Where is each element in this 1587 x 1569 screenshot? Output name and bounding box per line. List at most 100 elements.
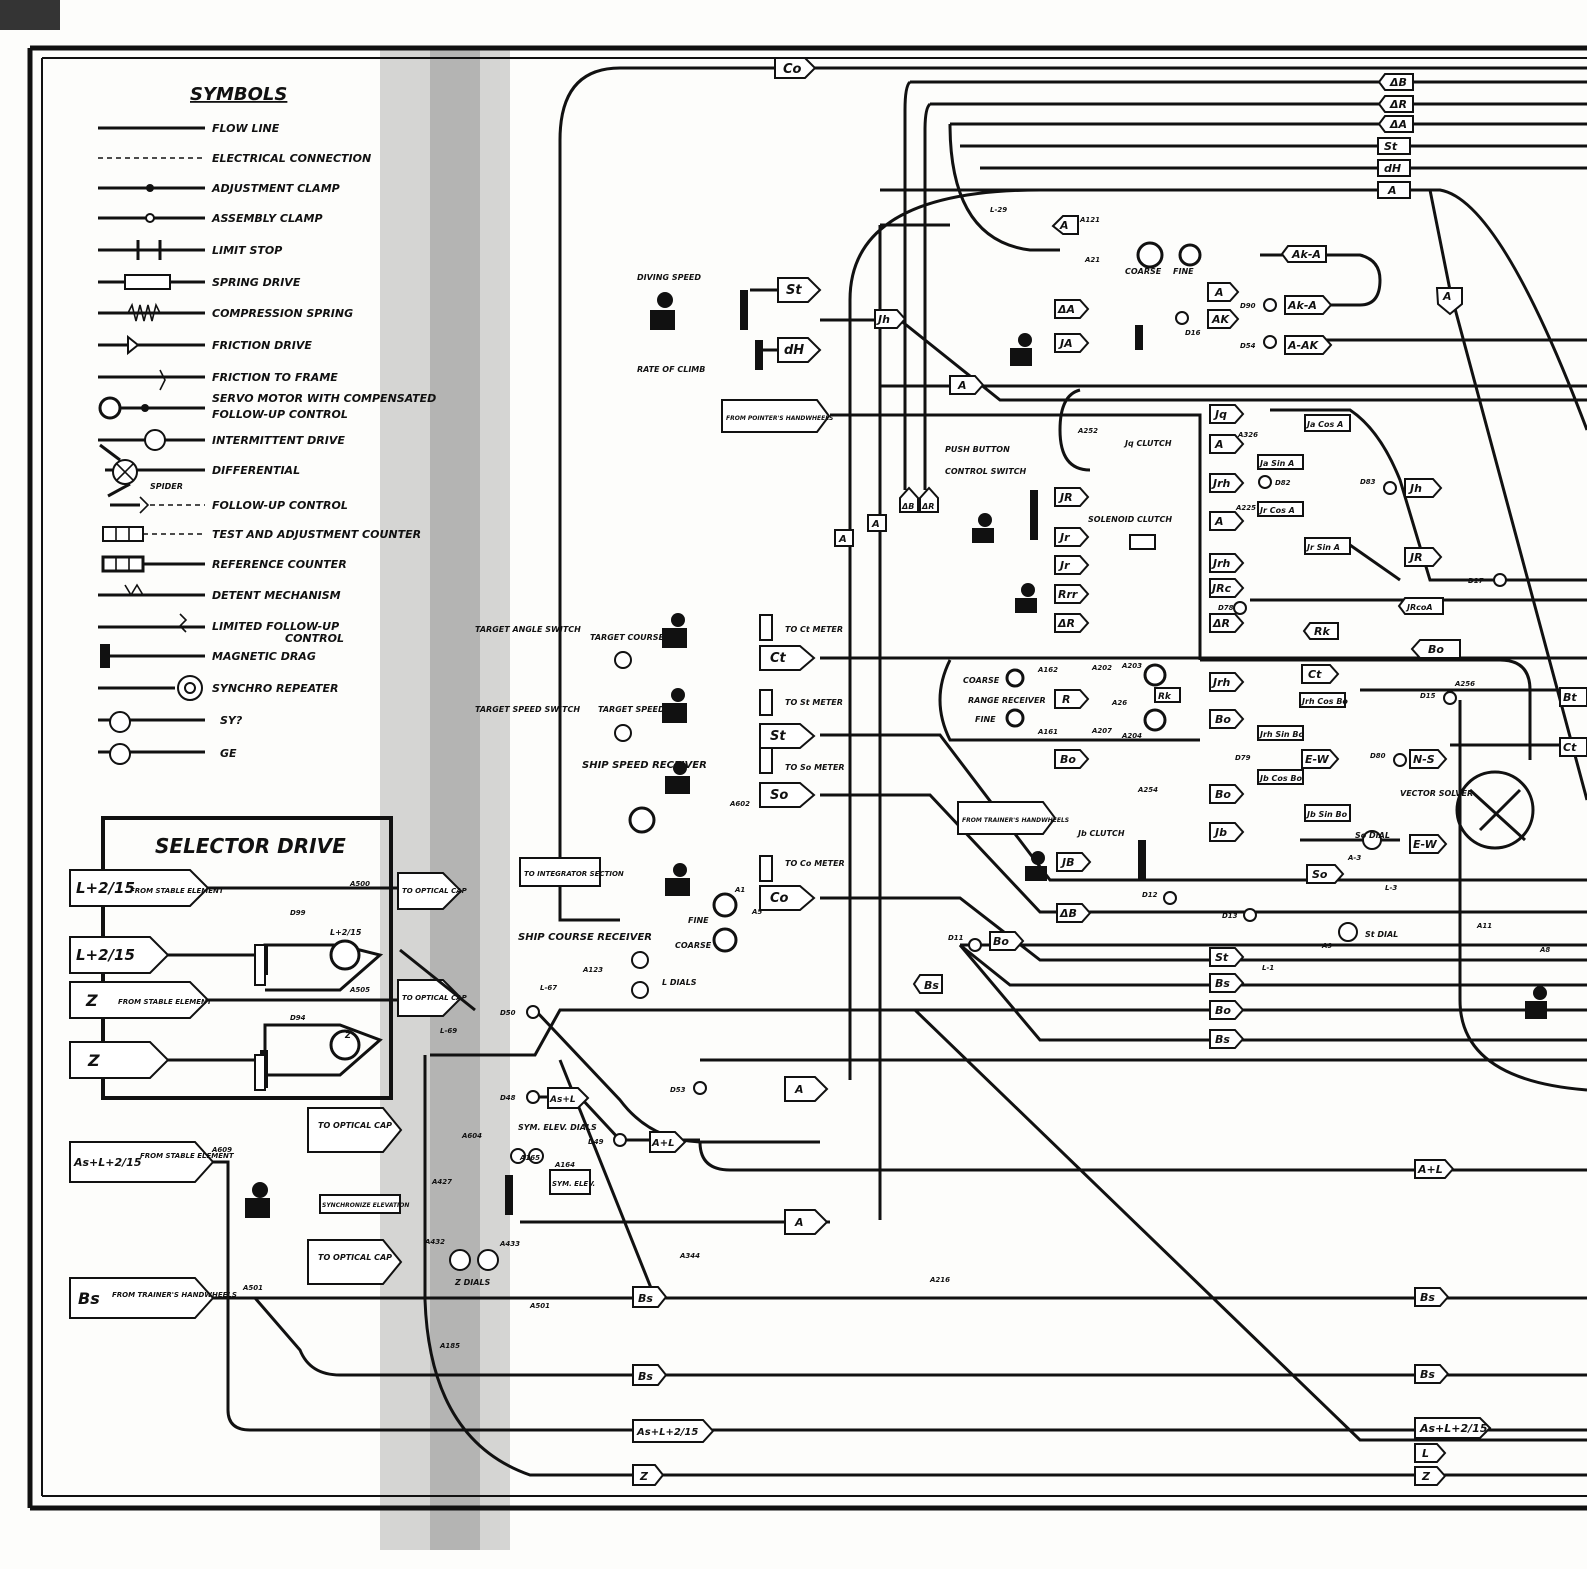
diagram-label: CONTROL SWITCH xyxy=(945,467,1027,476)
diagram-label: Bo xyxy=(1215,1004,1231,1017)
diagram-label: ΔB xyxy=(1389,76,1407,89)
diagram-label: TO OPTICAL CAP xyxy=(318,1121,392,1130)
diagram-label: GE xyxy=(220,747,237,760)
diagram-label: LIMIT STOP xyxy=(212,244,282,257)
diagram-label: So DIAL xyxy=(1355,831,1390,840)
selector-input-3 xyxy=(69,981,210,1019)
diagram-label: Bo xyxy=(1428,643,1444,656)
diagram-label: A427 xyxy=(431,1178,452,1186)
diagram-label: FROM TRAINER'S HANDWHEELS xyxy=(112,1291,237,1299)
diagram-label: A162 xyxy=(1037,666,1058,674)
diagram-label: Bt xyxy=(1563,691,1577,704)
diagram-label: D79 xyxy=(1235,754,1251,762)
diagram-label: Ja Cos A xyxy=(1305,420,1343,429)
diagram-label: ΔR xyxy=(1389,98,1407,111)
diagram-label: Bs xyxy=(638,1370,653,1383)
diagram-label: Ct xyxy=(1308,668,1322,681)
diagram-label: D15 xyxy=(1420,692,1436,700)
annotations: DIVING SPEED RATE OF CLIMB PUSH BUTTON C… xyxy=(454,267,1473,1287)
diagram-label: D83 xyxy=(1360,478,1376,486)
diagram-label: A121 xyxy=(1079,216,1100,224)
diagram-label: SHIP SPEED RECEIVER xyxy=(582,760,707,771)
diagram-label: JRc xyxy=(1210,582,1232,595)
diagram-label: R xyxy=(1062,693,1070,706)
diagram-label: As+L+2/15 xyxy=(636,1427,698,1438)
diagram-label: Ak-A xyxy=(1287,299,1317,312)
diagram-label: ΔB xyxy=(901,502,914,511)
diagram-label: A11 xyxy=(1476,922,1492,930)
diagram-label: L xyxy=(1422,1447,1429,1460)
diagram-label: D49 xyxy=(588,1138,604,1146)
diagram-label: St xyxy=(1384,140,1398,153)
diagram-label: St xyxy=(786,283,802,298)
diagram-label: Bs xyxy=(1215,977,1230,990)
diagram-label: D94 xyxy=(290,1014,306,1022)
diagram-label: Jb CLUTCH xyxy=(1076,829,1125,838)
diagram-label: Jr Cos A xyxy=(1258,506,1295,515)
diagram-label: ASSEMBLY CLAMP xyxy=(211,212,323,225)
diagram-label: Z xyxy=(1421,1470,1431,1483)
diagram-label: TO Co METER xyxy=(785,859,845,868)
diagram-label: So xyxy=(770,788,788,803)
diagram-label: ΔB xyxy=(1059,907,1077,920)
diagram-label: Rk xyxy=(1314,625,1330,638)
diagram-label: Bs xyxy=(924,979,939,992)
diagram-label: FROM STABLE ELEMENT xyxy=(130,887,225,895)
diagram-label: Z DIALS xyxy=(454,1278,490,1287)
diagram-label: A xyxy=(794,1216,804,1229)
diagram-label: SHIP COURSE RECEIVER xyxy=(518,932,652,943)
diagram-label: A225 xyxy=(1235,504,1256,512)
diagram-label: Bs xyxy=(1215,1033,1230,1046)
diagram-label: COARSE xyxy=(1125,267,1162,276)
diagram-label: FROM TRAINER'S HANDWHEELS xyxy=(962,817,1069,824)
diagram-label: Jrh Sin Bo xyxy=(1258,730,1304,739)
diagram-label: SPRING DRIVE xyxy=(212,276,301,289)
diagram-label: Jq xyxy=(1213,408,1227,421)
diagram-label: VECTOR SOLVER xyxy=(1400,789,1473,798)
diagram-label: Jb xyxy=(1213,826,1227,839)
diagram-label: St DIAL xyxy=(1365,930,1398,939)
diagram-label: Jh xyxy=(876,313,890,326)
diagram-label: COMPRESSION SPRING xyxy=(212,307,353,320)
diagram-label: A xyxy=(1214,515,1224,528)
diagram-label: L-69 xyxy=(440,1027,457,1035)
diagram-label: D99 xyxy=(290,909,306,917)
diagram-label: D13 xyxy=(1222,912,1238,920)
diagram-label: ΔR xyxy=(1212,617,1230,630)
diagram-label: Bo xyxy=(1060,753,1076,766)
diagram-label: A432 xyxy=(424,1238,445,1246)
diagram-label: TO OPTICAL CAP xyxy=(402,994,468,1002)
diagram-label: TARGET SPEED SWITCH xyxy=(475,705,580,714)
codes: L-29 A121 A21 D90 D16 D54 A252 A326 D82 … xyxy=(242,206,1550,1350)
diagram-label: Bs xyxy=(1420,1291,1435,1304)
diagram-label: dH xyxy=(784,343,804,358)
diagram-label: Jb Cos Bo xyxy=(1258,774,1303,783)
diagram-label: Jb Sin Bo xyxy=(1305,810,1348,819)
component-boxes: Co St Jh dH FROM POINTER'S HANDWHEELS Ct… xyxy=(319,57,1448,1486)
diagram-label: FINE xyxy=(1173,267,1194,276)
selector-input-2 xyxy=(69,936,170,974)
diagram-label: INTERMITTENT DRIVE xyxy=(212,434,345,447)
diagram-label: FOLLOW-UP CONTROL xyxy=(212,408,348,421)
diagram-label: D11 xyxy=(948,934,964,942)
diagram-label: A xyxy=(1387,184,1397,197)
diagram-label: E-W xyxy=(1305,753,1330,766)
diagram-label: L+2/15 xyxy=(330,928,362,937)
diagram-label: Jr xyxy=(1058,531,1070,544)
selector-input-1 xyxy=(69,869,210,907)
diagram-label: JR xyxy=(1408,551,1423,564)
diagram-label: D54 xyxy=(1240,342,1256,350)
diagram-label: dH xyxy=(1384,162,1401,175)
legend: SYMBOLS FLOW LINE xyxy=(98,84,436,765)
diagram-label: Bs xyxy=(78,1289,100,1308)
diagram-label: A xyxy=(1442,290,1452,303)
diagram-label: A165 xyxy=(519,1154,540,1162)
diagram-label: A254 xyxy=(1137,786,1158,794)
diagram-label: N-S xyxy=(1413,753,1435,766)
diagram-label: TEST AND ADJUSTMENT COUNTER xyxy=(212,528,421,541)
diagram-label: ΔA xyxy=(1389,118,1407,131)
diagram-label: DIFFERENTIAL xyxy=(212,464,300,477)
diagram-label: A602 xyxy=(729,800,750,808)
diagram-label: FROM STABLE ELEMENT xyxy=(140,1152,235,1160)
